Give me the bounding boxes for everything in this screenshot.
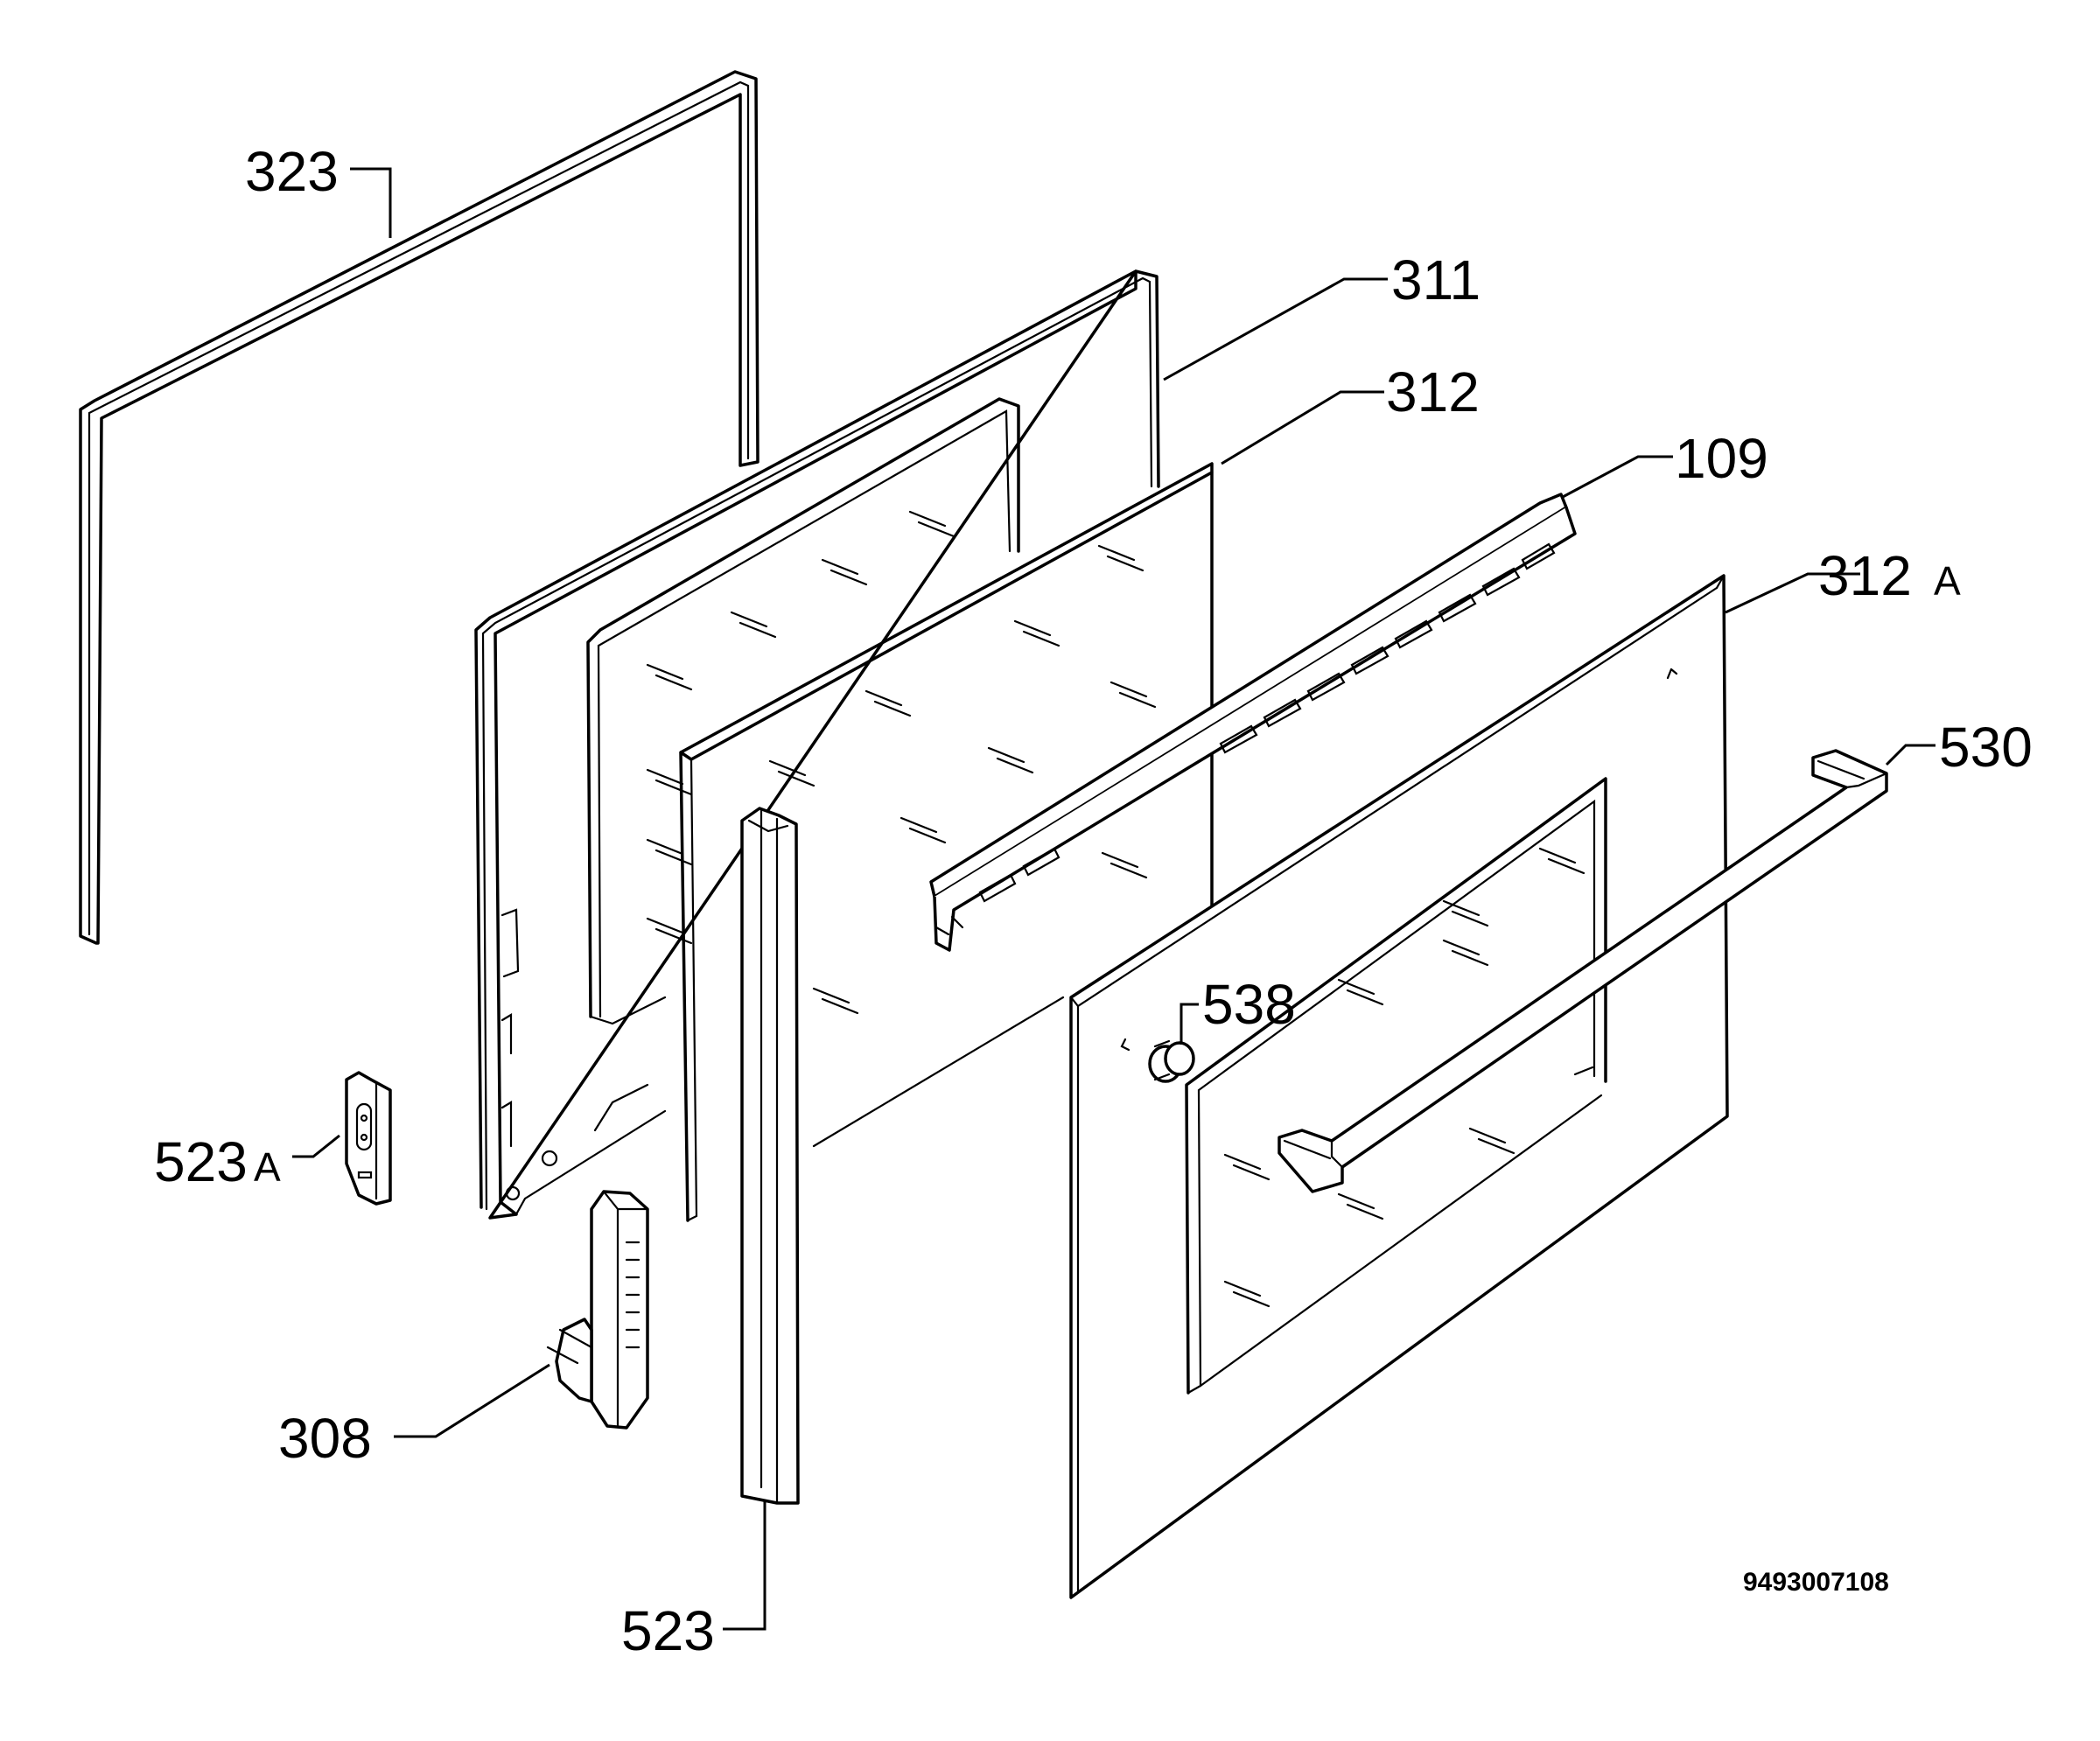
- label-523a-suffix: A: [254, 1144, 281, 1190]
- label-530: 530: [1939, 716, 2033, 779]
- label-312a-suffix: A: [1934, 558, 1961, 604]
- part-530-door-handle: [1278, 749, 1888, 1193]
- drawing-code: 9493007108: [1743, 1568, 1889, 1597]
- duct-slots: [978, 542, 1556, 903]
- part-323-door-seal: [79, 70, 760, 945]
- label-523a-number: 523: [154, 1130, 248, 1193]
- label-312: 312: [1386, 360, 1480, 423]
- label-312a-number: 312: [1818, 544, 1912, 607]
- glass-reflection-marks: [646, 510, 1157, 1015]
- part-523a-bracket: [345, 1071, 392, 1206]
- outer-glass-reflections: [1223, 847, 1586, 1308]
- part-538-bush: [1148, 1039, 1195, 1083]
- label-109: 109: [1675, 427, 1768, 490]
- part-109-duct-rail: [929, 493, 1577, 952]
- part-311-inner-frame: [474, 269, 1160, 1220]
- part-312a-outer-glass: [1069, 574, 1729, 1599]
- label-311: 311: [1391, 248, 1480, 311]
- part-308-hinge: [546, 1190, 649, 1430]
- label-538: 538: [1202, 973, 1296, 1036]
- part-523-side-profile: [740, 807, 800, 1505]
- label-323: 323: [245, 140, 339, 203]
- leader-lines: [292, 167, 1936, 1631]
- label-308: 308: [278, 1407, 372, 1470]
- label-523: 523: [621, 1599, 715, 1662]
